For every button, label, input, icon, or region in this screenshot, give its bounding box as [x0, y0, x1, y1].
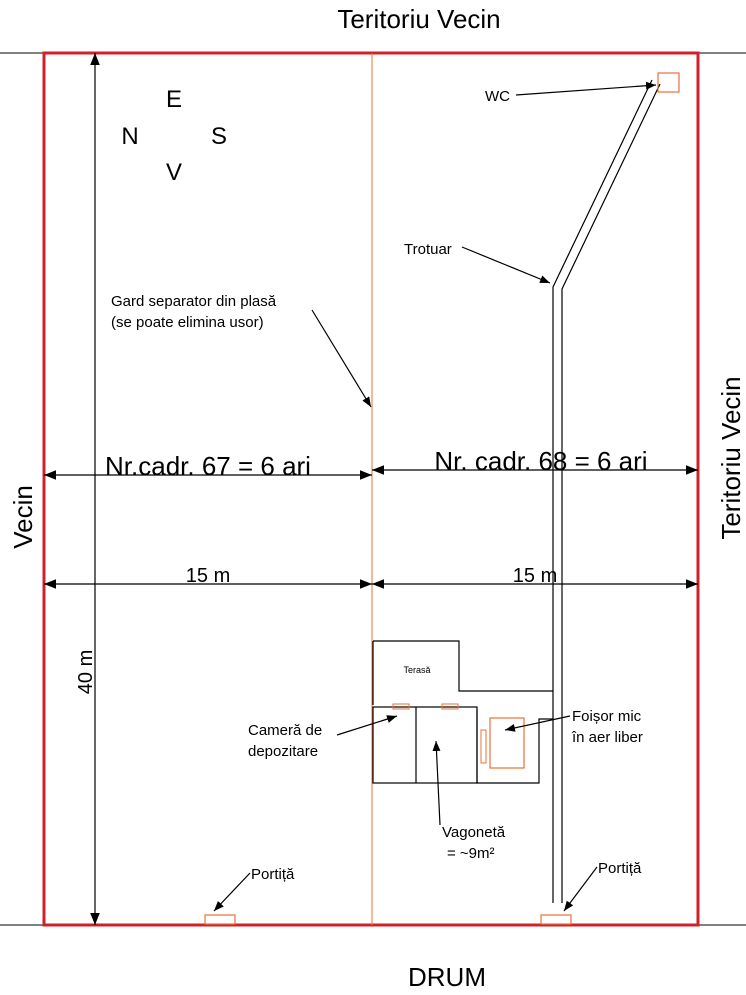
fence-label-line1: Gard separator din plasă [111, 293, 277, 310]
gate-right [540, 914, 572, 925]
gate-left-label: Portiță [251, 866, 295, 883]
neighbor-right-label: Teritoriu Vecin [716, 376, 746, 539]
property-boundary [42, 51, 700, 927]
storage-leader [336, 715, 398, 736]
wc-leader [515, 81, 657, 96]
compass-west: V [166, 159, 182, 186]
compass-south: S [211, 123, 227, 150]
width-right-label: 15 m [513, 565, 557, 587]
fence-label-line2: (se poate elimina usor) [111, 314, 264, 331]
sidewalk-right-edge [561, 83, 661, 903]
storage-label-line1: Cameră de [248, 722, 322, 739]
wc-box [657, 72, 680, 93]
sidewalk-label: Trotuar [404, 241, 452, 258]
gazebo-bench [480, 729, 487, 764]
fence-leader [311, 309, 372, 408]
gazebo-outline [476, 710, 553, 784]
gazebo-table [489, 717, 525, 769]
gate-right-label: Portiță [598, 860, 642, 877]
sidewalk-left-edge [552, 79, 653, 903]
neighbor-bottom-label: DRUM [408, 962, 486, 992]
gazebo-label-line2: în aer liber [571, 729, 643, 746]
height-dimension-label: 40 m [75, 650, 97, 694]
wc-label: WC [485, 88, 510, 105]
compass-north: N [121, 123, 138, 150]
neighbor-top-label: Teritoriu Vecin [337, 4, 500, 34]
wagon-leader [432, 740, 441, 826]
terrace-outline [373, 640, 553, 692]
window-left [392, 703, 410, 710]
terrace-label: Terasă [403, 665, 430, 675]
plot-right-label: Nr. cadr. 68 = 6 ari [434, 446, 647, 476]
wagon-label-line2: = ~9m² [447, 845, 495, 862]
width-left-label: 15 m [186, 565, 230, 587]
window-right [441, 703, 459, 710]
gate-left [204, 914, 236, 925]
gate-left-leader [213, 872, 251, 912]
gate-right-leader [563, 866, 598, 912]
wagon-label-line1: Vagonetă [442, 824, 506, 841]
sidewalk-leader [461, 246, 551, 284]
compass-east: E [166, 86, 182, 113]
gazebo-label-line1: Foișor mic [572, 708, 642, 725]
storage-label-line2: depozitare [248, 743, 318, 760]
plot-left-label: Nr.cadr. 67 = 6 ari [105, 451, 311, 481]
neighbor-left-label: Vecin [8, 485, 38, 549]
gazebo-leader [504, 715, 571, 732]
